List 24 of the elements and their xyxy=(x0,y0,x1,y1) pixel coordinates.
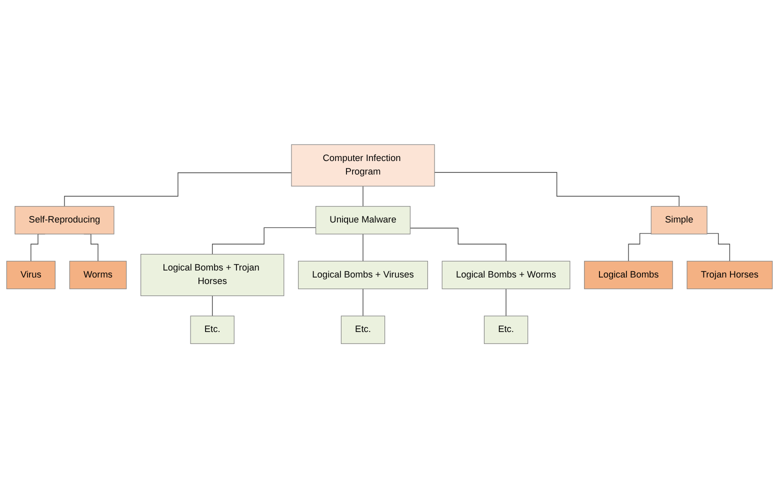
node-box: Self-Reproducing xyxy=(14,206,114,235)
node-box: Unique Malware xyxy=(316,206,410,235)
connector xyxy=(706,233,730,262)
connector xyxy=(362,186,364,208)
node-box: Worms xyxy=(69,261,127,290)
connector xyxy=(212,228,316,255)
connector xyxy=(212,296,213,317)
connector xyxy=(410,228,506,262)
node-box: Etc. xyxy=(340,316,386,344)
node-box: Logical Bombs xyxy=(584,261,673,290)
node-box: Computer Infection Program xyxy=(291,144,435,187)
node-box: Etc. xyxy=(484,316,528,344)
node-box: Trojan Horses xyxy=(686,261,773,290)
connector xyxy=(434,172,680,208)
connector xyxy=(362,234,364,262)
node-box: Simple xyxy=(650,206,708,235)
node-box: Logical Bombs + Worms xyxy=(442,261,570,290)
connector xyxy=(628,233,652,262)
node-box: Logical Bombs + Viruses xyxy=(298,261,428,290)
connector xyxy=(362,288,364,317)
node-box: Logical Bombs + Trojan Horses xyxy=(140,254,284,296)
connector xyxy=(64,172,292,208)
node-box: Etc. xyxy=(190,316,234,344)
node-box: Virus xyxy=(6,261,56,290)
